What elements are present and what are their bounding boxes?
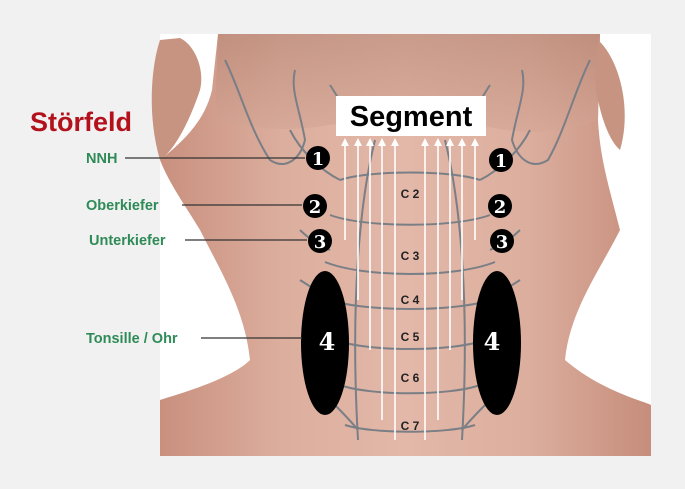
- marker-number: 2: [309, 197, 322, 218]
- field-label-tonsille-ohr: Tonsille / Ohr: [86, 331, 178, 347]
- vertebra-label: C 2: [401, 187, 420, 201]
- vertebra-label: C 5: [401, 330, 420, 344]
- left-ear: [151, 38, 202, 160]
- marker-number: 1: [312, 149, 325, 170]
- marker-circle: [490, 229, 514, 253]
- field-label-oberkiefer: Oberkiefer: [86, 198, 159, 214]
- vertebra-label: C 4: [401, 293, 420, 307]
- field-label-unterkiefer: Unterkiefer: [89, 233, 166, 249]
- tonsil-ear-marker-right: [473, 271, 521, 415]
- field-labels: NNH Oberkiefer Unterkiefer Tonsille / Oh…: [86, 151, 178, 347]
- marker-number: 3: [496, 232, 509, 253]
- field-label-nnh: NNH: [86, 151, 117, 167]
- heading-storfeld: Störfeld: [30, 107, 132, 137]
- marker-number: 4: [484, 327, 501, 356]
- vertebra-label: C 6: [401, 371, 420, 385]
- segment-arrows: [341, 138, 479, 440]
- marker-circle: [489, 148, 513, 172]
- neck-silhouette: [160, 34, 651, 456]
- vertebra-labels: C 2 C 3 C 4 C 5 C 6 C 7: [401, 187, 420, 433]
- segment-label: Segment: [336, 96, 486, 136]
- vertebra-label: C 7: [401, 419, 420, 433]
- marker-circle: [303, 194, 327, 218]
- marker-circle: [306, 146, 330, 170]
- vertebra-label: C 3: [401, 249, 420, 263]
- right-ear: [595, 40, 625, 150]
- marker-number: 2: [494, 197, 507, 218]
- head-shading: [215, 34, 600, 132]
- marker-circle: [488, 194, 512, 218]
- marker-number: 3: [314, 232, 327, 253]
- svg-text:Segment: Segment: [350, 101, 473, 133]
- marker-number: 4: [319, 327, 336, 356]
- marker-circle: [308, 229, 332, 253]
- leader-lines: [125, 157, 307, 339]
- number-markers: 1 1 2 2 3 3 4 4: [303, 146, 514, 356]
- marker-number: 1: [495, 151, 508, 172]
- tonsil-ear-marker-left: [301, 271, 349, 415]
